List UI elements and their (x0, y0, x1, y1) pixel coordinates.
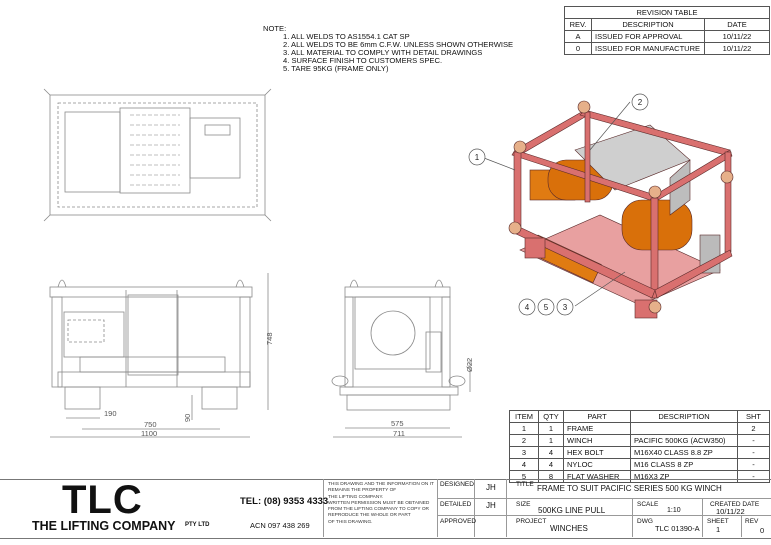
note-item: 1. ALL WELDS TO AS1554.1 CAT SP (283, 32, 410, 41)
dim-90: 90 (183, 414, 192, 422)
note-item: 4. SURFACE FINISH TO CUSTOMERS SPEC. (283, 56, 443, 65)
approved-label: APPROVED (440, 518, 477, 525)
acn: ACN 097 438 269 (250, 521, 310, 530)
company-pty: PTY LTD (185, 522, 210, 528)
balloons: 1 2 4 5 3 (468, 93, 649, 316)
side-view (331, 279, 471, 438)
rev-label: REV (745, 518, 759, 525)
sheet-label: SHEET (707, 518, 729, 525)
balloon-4: 4 (525, 303, 530, 312)
sheet-value: 1 (716, 525, 721, 534)
project-label: PROJECT (516, 518, 547, 525)
telephone: TEL: (08) 9353 4333 (240, 496, 329, 507)
scale-label: SCALE (637, 501, 659, 508)
disclaimer: THIS DRAWING AND THE INFORMATION ON IT R… (328, 482, 434, 526)
title-block (0, 479, 771, 539)
front-view (49, 273, 269, 438)
disclaimer-line: FROM THE LIFTING COMPANY TO COPY OR (328, 507, 430, 513)
detailed-label: DETAILED (440, 501, 472, 508)
notes-heading: NOTE: (263, 24, 287, 33)
title-label: TITLE (516, 481, 534, 488)
drawing-views: 748 190 90 750 1100 575 711 Ø22 (43, 88, 734, 438)
drawing-title: FRAME TO SUIT PACIFIC SERIES 500 KG WINC… (537, 484, 722, 493)
disclaimer-line: OF THIS DRAWING. (328, 519, 373, 525)
designed-label: DESIGNED (440, 481, 474, 488)
designed-value: JH (486, 483, 496, 492)
isometric-view (508, 100, 734, 319)
balloon-5: 5 (544, 303, 549, 312)
rev-value: 0 (760, 526, 765, 535)
project-value: WINCHES (550, 524, 588, 533)
date-cell: 10/11/22 (704, 42, 770, 55)
dim-1100: 1100 (141, 429, 157, 438)
note-item: 5. TARE 95KG (FRAME ONLY) (283, 64, 389, 73)
dim-575: 575 (391, 419, 404, 428)
scale-value: 1:10 (667, 507, 681, 514)
dim-diameter-22: Ø22 (465, 358, 474, 372)
disclaimer-line: WRITTEN PERMISSION MUST BE OBTAINED (328, 500, 430, 506)
rev-cell: 0 (564, 42, 592, 55)
size-value: 500KG LINE PULL (538, 506, 606, 515)
top-view (43, 88, 272, 222)
balloon-3: 3 (563, 303, 568, 312)
created-date-label: CREATED DATE (710, 501, 760, 508)
dwg-number: TLC 01390-A (655, 524, 700, 533)
note-item: 3. ALL MATERIAL TO COMPLY WITH DETAIL DR… (283, 48, 483, 57)
disclaimer-line: THIS DRAWING AND THE INFORMATION ON IT (328, 482, 434, 487)
sht-cell: 2 (737, 422, 770, 435)
company-logo: TLC (62, 478, 143, 522)
dim-748: 748 (265, 332, 274, 345)
dim-711: 711 (393, 429, 405, 438)
dimension-labels: 748 190 90 750 1100 575 711 Ø22 (104, 332, 474, 438)
notes: NOTE: 1. ALL WELDS TO AS1554.1 CAT SP 2.… (263, 25, 513, 73)
dwg-label: DWG (637, 518, 653, 525)
disclaimer-line: REMAINS THE PROPERTY OF (328, 488, 397, 494)
company-name: THE LIFTING COMPANY (32, 519, 176, 533)
detailed-value: JH (486, 501, 496, 510)
balloon-1: 1 (475, 153, 480, 162)
balloon-2: 2 (638, 98, 643, 107)
disclaimer-line: REPRODUCE THE WHOLE OR PART (328, 513, 411, 519)
dim-190: 190 (104, 409, 117, 418)
created-date-value: 10/11/22 (716, 507, 745, 516)
note-item: 2. ALL WELDS TO BE 6mm C.F.W. UNLESS SHO… (283, 40, 514, 49)
size-label: SIZE (516, 501, 531, 508)
dim-750: 750 (144, 420, 157, 429)
disclaimer-line: THE LIFTING COMPANY. (328, 494, 384, 500)
